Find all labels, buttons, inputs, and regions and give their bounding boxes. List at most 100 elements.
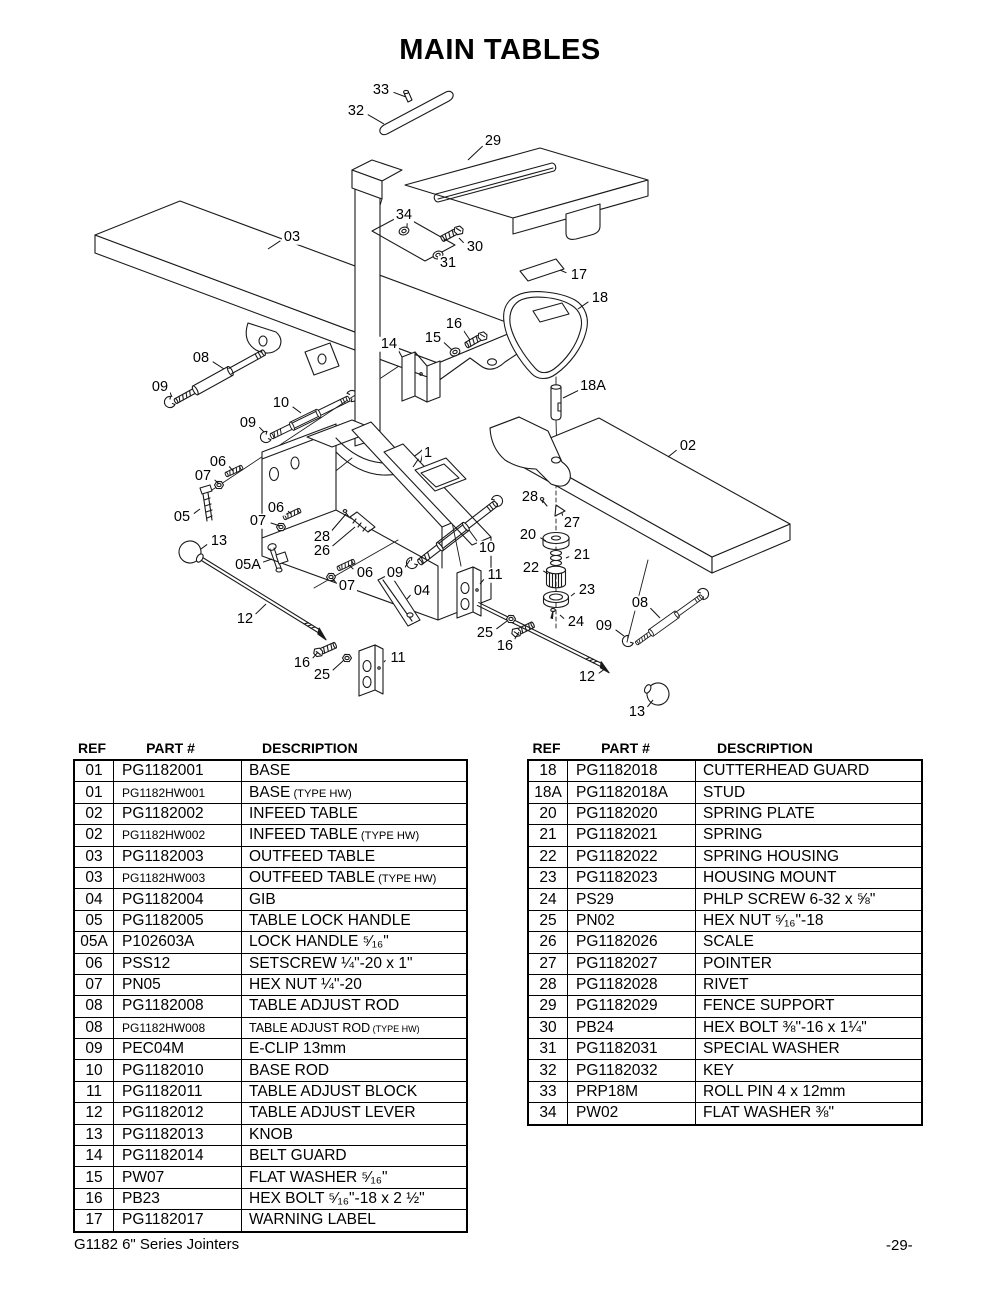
column-header-ref: REF — [78, 740, 106, 756]
description-suffix: (TYPE HW) — [375, 873, 437, 886]
ref-cell: 05 — [73, 909, 114, 933]
callout-leader-line — [312, 651, 319, 659]
callout-label-24: 24 — [565, 613, 587, 630]
ref-cell: 02 — [73, 802, 114, 826]
description-cell: OUTFEED TABLE (TYPE HW) — [241, 866, 468, 890]
part-number-cell: PG1182022 — [567, 845, 696, 868]
base-drawing — [261, 419, 492, 621]
callout-leader-line — [270, 522, 281, 527]
key-and-roll-pin-drawing — [379, 89, 454, 136]
part-number-cell: PG1182010 — [113, 1059, 242, 1082]
callout-label-31: 31 — [437, 254, 459, 271]
part-number-cell: PN05 — [113, 973, 242, 997]
callout-leader-line — [496, 620, 508, 630]
description-cell: SETSCREW ¼"-20 x 1" — [241, 952, 468, 975]
description-cell: POINTER — [695, 952, 923, 975]
part-number-cell: PS29 — [567, 888, 696, 911]
ref-cell: 31 — [527, 1038, 568, 1061]
part-number-cell: PB24 — [567, 1016, 696, 1040]
description-cell: HEX BOLT ⅜"-16 x 1¼" — [695, 1016, 923, 1040]
callout-label-13: 13 — [626, 703, 648, 720]
belt-guard-drawing — [401, 329, 490, 403]
ref-cell: 34 — [527, 1102, 568, 1126]
callout-leader-line — [292, 406, 302, 414]
ref-cell: 14 — [73, 1145, 114, 1168]
part-number-cell: PG1182023 — [567, 866, 696, 890]
callout-leader-line — [559, 269, 567, 274]
callout-leader-line — [255, 603, 267, 615]
footer-model: G1182 6" Series Jointers — [74, 1236, 240, 1253]
callout-label-11: 11 — [485, 566, 505, 583]
callout-label-04: 04 — [411, 582, 433, 599]
callout-label-09: 09 — [384, 564, 406, 581]
callout-leader-line — [598, 667, 607, 674]
description-cell: TABLE ADJUST ROD (TYPE HW) — [241, 1016, 468, 1040]
description-cell: FLAT WASHER ⁵⁄₁₆" — [241, 1166, 468, 1189]
ref-cell: 06 — [73, 952, 114, 975]
callout-leader-line — [650, 607, 661, 619]
callout-leader-line — [367, 114, 385, 125]
callout-label-15: 15 — [422, 329, 444, 346]
part-number-cell: PG1182001 — [113, 759, 242, 783]
part-number-cell: PEC04M — [113, 1038, 242, 1061]
callout-leader-line — [404, 559, 411, 568]
ref-cell: 03 — [73, 866, 114, 890]
callout-leader-line — [200, 544, 208, 550]
description-cell: TABLE ADJUST ROD — [241, 995, 468, 1018]
description-cell: BASE — [241, 759, 468, 783]
fence-support-hardware-drawing — [371, 214, 466, 262]
callout-label-29: 29 — [482, 132, 504, 149]
callout-label-27: 27 — [561, 514, 583, 531]
callout-leader-line — [443, 342, 453, 351]
ref-cell: 21 — [527, 824, 568, 847]
callout-leader-line — [393, 91, 407, 98]
description-suffix: (TYPE HW) — [357, 830, 420, 843]
ref-cell: 02 — [73, 824, 114, 847]
callout-label-14: 14 — [378, 335, 400, 352]
column-header-description: DESCRIPTION — [717, 740, 813, 756]
part-number-cell: PG1182HW008 — [113, 1016, 242, 1040]
part-number-cell: PG1182018A — [567, 781, 696, 804]
description-cell: KEY — [695, 1059, 923, 1082]
callout-leader-line — [467, 145, 483, 161]
outfeed-table-drawing — [94, 200, 528, 382]
callout-leader-line — [615, 629, 625, 637]
part-number-cell: PG1182029 — [567, 995, 696, 1018]
callout-label-25: 25 — [474, 624, 496, 641]
description-cell: SCALE — [695, 931, 923, 954]
part-number-cell: PG1182HW001 — [113, 781, 242, 804]
callout-leader-line — [332, 659, 345, 671]
parts-drawing — [94, 89, 791, 710]
part-number-cell: PG1182HW002 — [113, 824, 242, 847]
callout-label-30: 30 — [464, 238, 486, 255]
part-number-cell: PG1182008 — [113, 995, 242, 1018]
callout-leader-line — [348, 564, 354, 570]
callout-label-20: 20 — [517, 526, 539, 543]
description-cell: SPECIAL WASHER — [695, 1038, 923, 1061]
callout-label-09: 09 — [593, 617, 615, 634]
callout-label-21: 21 — [571, 546, 593, 563]
ref-cell: 26 — [527, 931, 568, 954]
ref-cell: 17 — [73, 1209, 114, 1233]
callout-label-22: 22 — [520, 559, 542, 576]
callout-label-07: 07 — [192, 467, 214, 484]
part-number-cell: PG1182004 — [113, 888, 242, 911]
callout-leader-line — [462, 329, 471, 341]
callout-leader-line — [412, 458, 419, 468]
part-number-cell: PG1182012 — [113, 1102, 242, 1125]
